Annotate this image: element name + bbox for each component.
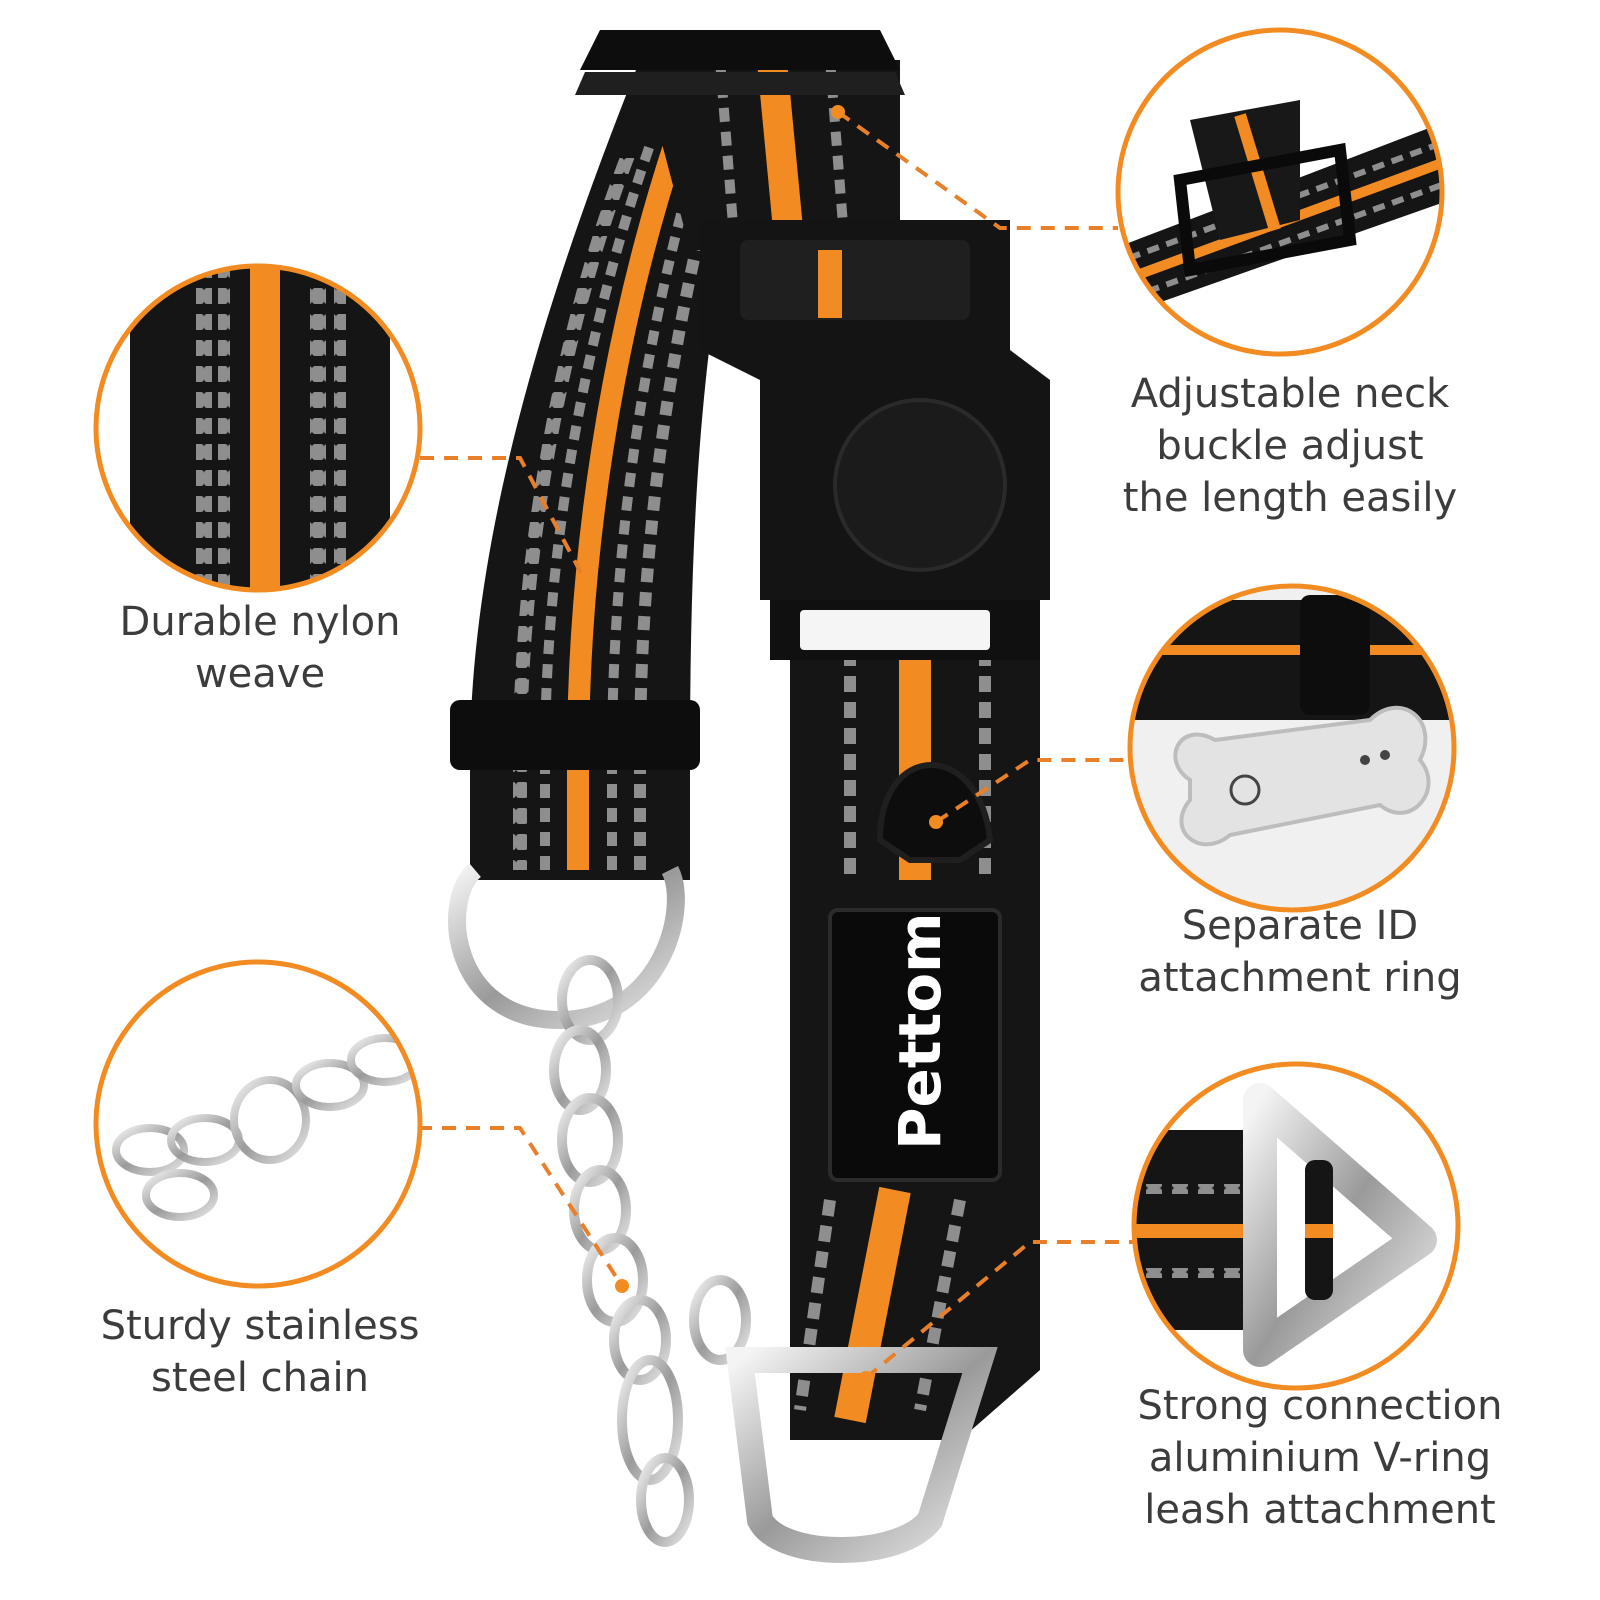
- slider-buckle-closeup-icon: [1115, 27, 1445, 357]
- top-slider-buckle: [575, 30, 905, 95]
- buckle-line-1: Adjustable neck: [1130, 371, 1450, 417]
- left-d-ring: [448, 863, 685, 1030]
- feature-label-id-ring: Separate ID attachment ring: [1090, 900, 1510, 1004]
- id-ring-line-1: Separate ID: [1181, 903, 1419, 949]
- v-ring-line-1: Strong connection: [1137, 1383, 1503, 1429]
- bone-tag-closeup-icon: [1127, 583, 1457, 913]
- feature-label-nylon: Durable nylon weave: [60, 596, 460, 700]
- quick-release-buckle: [700, 220, 1050, 660]
- fabric-closeup-icon: [93, 263, 423, 593]
- id-ring-loop: [876, 762, 994, 863]
- chain-line-2: steel chain: [151, 1355, 369, 1401]
- brand-logo: Pettom: [886, 912, 954, 1150]
- feature-label-v-ring: Strong connection aluminium V-ring leash…: [1100, 1380, 1540, 1536]
- v-ring: [725, 1347, 998, 1563]
- feature-label-chain: Sturdy stainless steel chain: [50, 1300, 470, 1404]
- brand-patch: Pettom: [828, 908, 1002, 1182]
- release-button: [833, 398, 1007, 572]
- callout-dots: [581, 105, 943, 1385]
- nylon-line-1: Durable nylon: [119, 599, 401, 645]
- v-ring-line-3: leash attachment: [1144, 1487, 1496, 1533]
- steel-chain: [549, 955, 751, 1547]
- v-ring-line-2: aluminium V-ring: [1148, 1435, 1492, 1481]
- nylon-line-2: weave: [194, 651, 326, 697]
- strap-keeper: [450, 700, 700, 770]
- feature-label-buckle: Adjustable neck buckle adjust the length…: [1080, 368, 1500, 524]
- buckle-line-2: buckle adjust: [1156, 423, 1424, 469]
- collar-left-strap: [470, 60, 760, 880]
- id-ring-line-2: attachment ring: [1138, 955, 1462, 1001]
- v-ring-closeup-icon: [1131, 1061, 1461, 1391]
- buckle-line-3: the length easily: [1122, 475, 1458, 521]
- chain-line-1: Sturdy stainless: [100, 1303, 420, 1349]
- chain-closeup-icon: [93, 959, 423, 1289]
- callout-lines: [418, 110, 1136, 1380]
